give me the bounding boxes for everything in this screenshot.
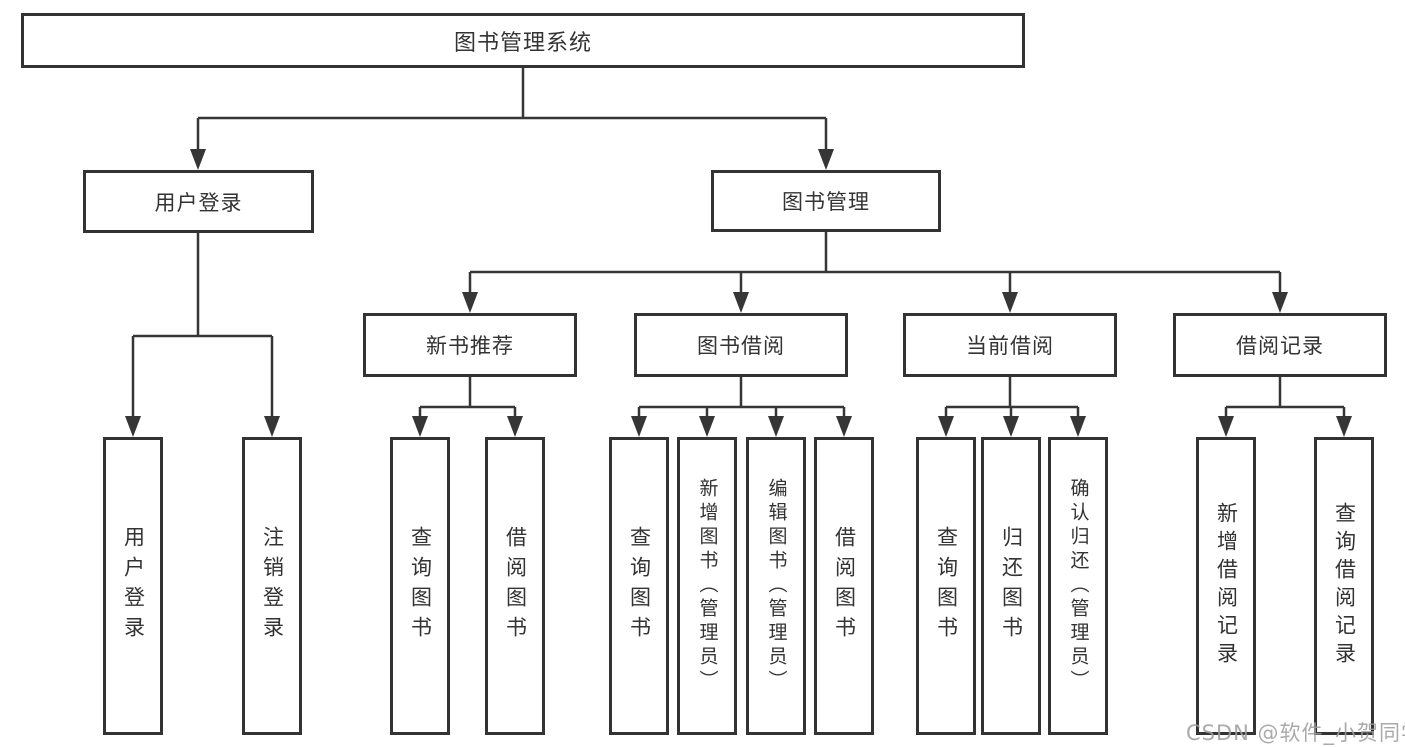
- leaf-label: 新增图书（管理员）: [696, 478, 719, 694]
- leaf-label: 查询图书: [934, 526, 959, 646]
- leaf-borrow-borrow-book: 借阅图书: [814, 437, 874, 735]
- node-book-management-branch: 图书管理: [711, 170, 941, 232]
- leaf-label: 用户登录: [121, 526, 146, 646]
- leaf-add-book-admin: 新增图书（管理员）: [677, 437, 737, 735]
- arrowhead-icon: [768, 416, 784, 437]
- arrowhead-icon: [264, 416, 280, 437]
- leaf-label: 确认归还（管理员）: [1067, 478, 1090, 694]
- leaf-recommend-query-book: 查询图书: [390, 437, 450, 735]
- leaf-label: 查询图书: [627, 526, 652, 646]
- arrowhead-icon: [507, 416, 523, 437]
- leaf-label: 借阅图书: [832, 526, 857, 646]
- arrowhead-icon: [1003, 416, 1019, 437]
- leaf-borrow-query-book: 查询图书: [609, 437, 669, 735]
- node-root-system: 图书管理系统: [21, 13, 1025, 68]
- arrowhead-icon: [1218, 416, 1234, 437]
- connector-new-book-rec-to-leaves: [418, 377, 517, 419]
- leaf-edit-book-admin: 编辑图书（管理员）: [746, 437, 806, 735]
- node-new-book-recommend: 新书推荐: [363, 313, 577, 377]
- connector-book-mgmt-to-level3: [468, 232, 1282, 296]
- arrowhead-icon: [733, 292, 749, 313]
- node-user-login-branch: 用户登录: [83, 170, 314, 233]
- connector-current-borrow-to-leaves: [944, 377, 1080, 419]
- node-book-borrow: 图书借阅: [634, 313, 848, 377]
- leaf-return-book: 归还图书: [981, 437, 1041, 735]
- arrowhead-icon: [1002, 292, 1018, 313]
- leaf-label: 借阅图书: [503, 526, 528, 646]
- leaf-label: 查询图书: [408, 526, 433, 646]
- connector-user-login-to-leaves: [131, 233, 274, 419]
- leaf-label: 注销登录: [260, 526, 285, 646]
- leaf-label: 新增借阅记录: [1214, 502, 1239, 670]
- connector-book-borrow-to-leaves: [637, 377, 846, 419]
- leaf-recommend-borrow-book: 借阅图书: [485, 437, 545, 735]
- leaf-label: 编辑图书（管理员）: [765, 478, 788, 694]
- leaf-user-login: 用户登录: [103, 437, 163, 735]
- leaf-confirm-return-admin: 确认归还（管理员）: [1048, 437, 1108, 735]
- arrowhead-icon: [462, 292, 478, 313]
- arrowhead-icon: [1070, 416, 1086, 437]
- leaf-query-borrow-record: 查询借阅记录: [1314, 437, 1374, 735]
- leaf-current-query-book: 查询图书: [916, 437, 976, 735]
- arrowhead-icon: [631, 416, 647, 437]
- node-current-borrow: 当前借阅: [903, 313, 1117, 377]
- connector-root-to-level2: [196, 68, 828, 152]
- arrowhead-icon: [818, 149, 834, 170]
- leaf-label: 查询借阅记录: [1332, 502, 1357, 670]
- leaf-logout: 注销登录: [242, 437, 302, 735]
- arrowhead-icon: [699, 416, 715, 437]
- arrowhead-icon: [938, 416, 954, 437]
- leaf-add-borrow-record: 新增借阅记录: [1196, 437, 1256, 735]
- arrowhead-icon: [836, 416, 852, 437]
- arrowhead-icon: [1272, 292, 1288, 313]
- arrowhead-icon: [125, 416, 141, 437]
- csdn-watermark: CSDN @软件_小贺同学: [1186, 721, 1405, 745]
- leaf-label: 归还图书: [999, 526, 1024, 646]
- connector-borrow-record-to-leaves: [1224, 377, 1346, 419]
- arrowhead-icon: [190, 149, 206, 170]
- arrowhead-icon: [1336, 416, 1352, 437]
- node-borrow-record: 借阅记录: [1173, 313, 1387, 377]
- arrowhead-icon: [412, 416, 428, 437]
